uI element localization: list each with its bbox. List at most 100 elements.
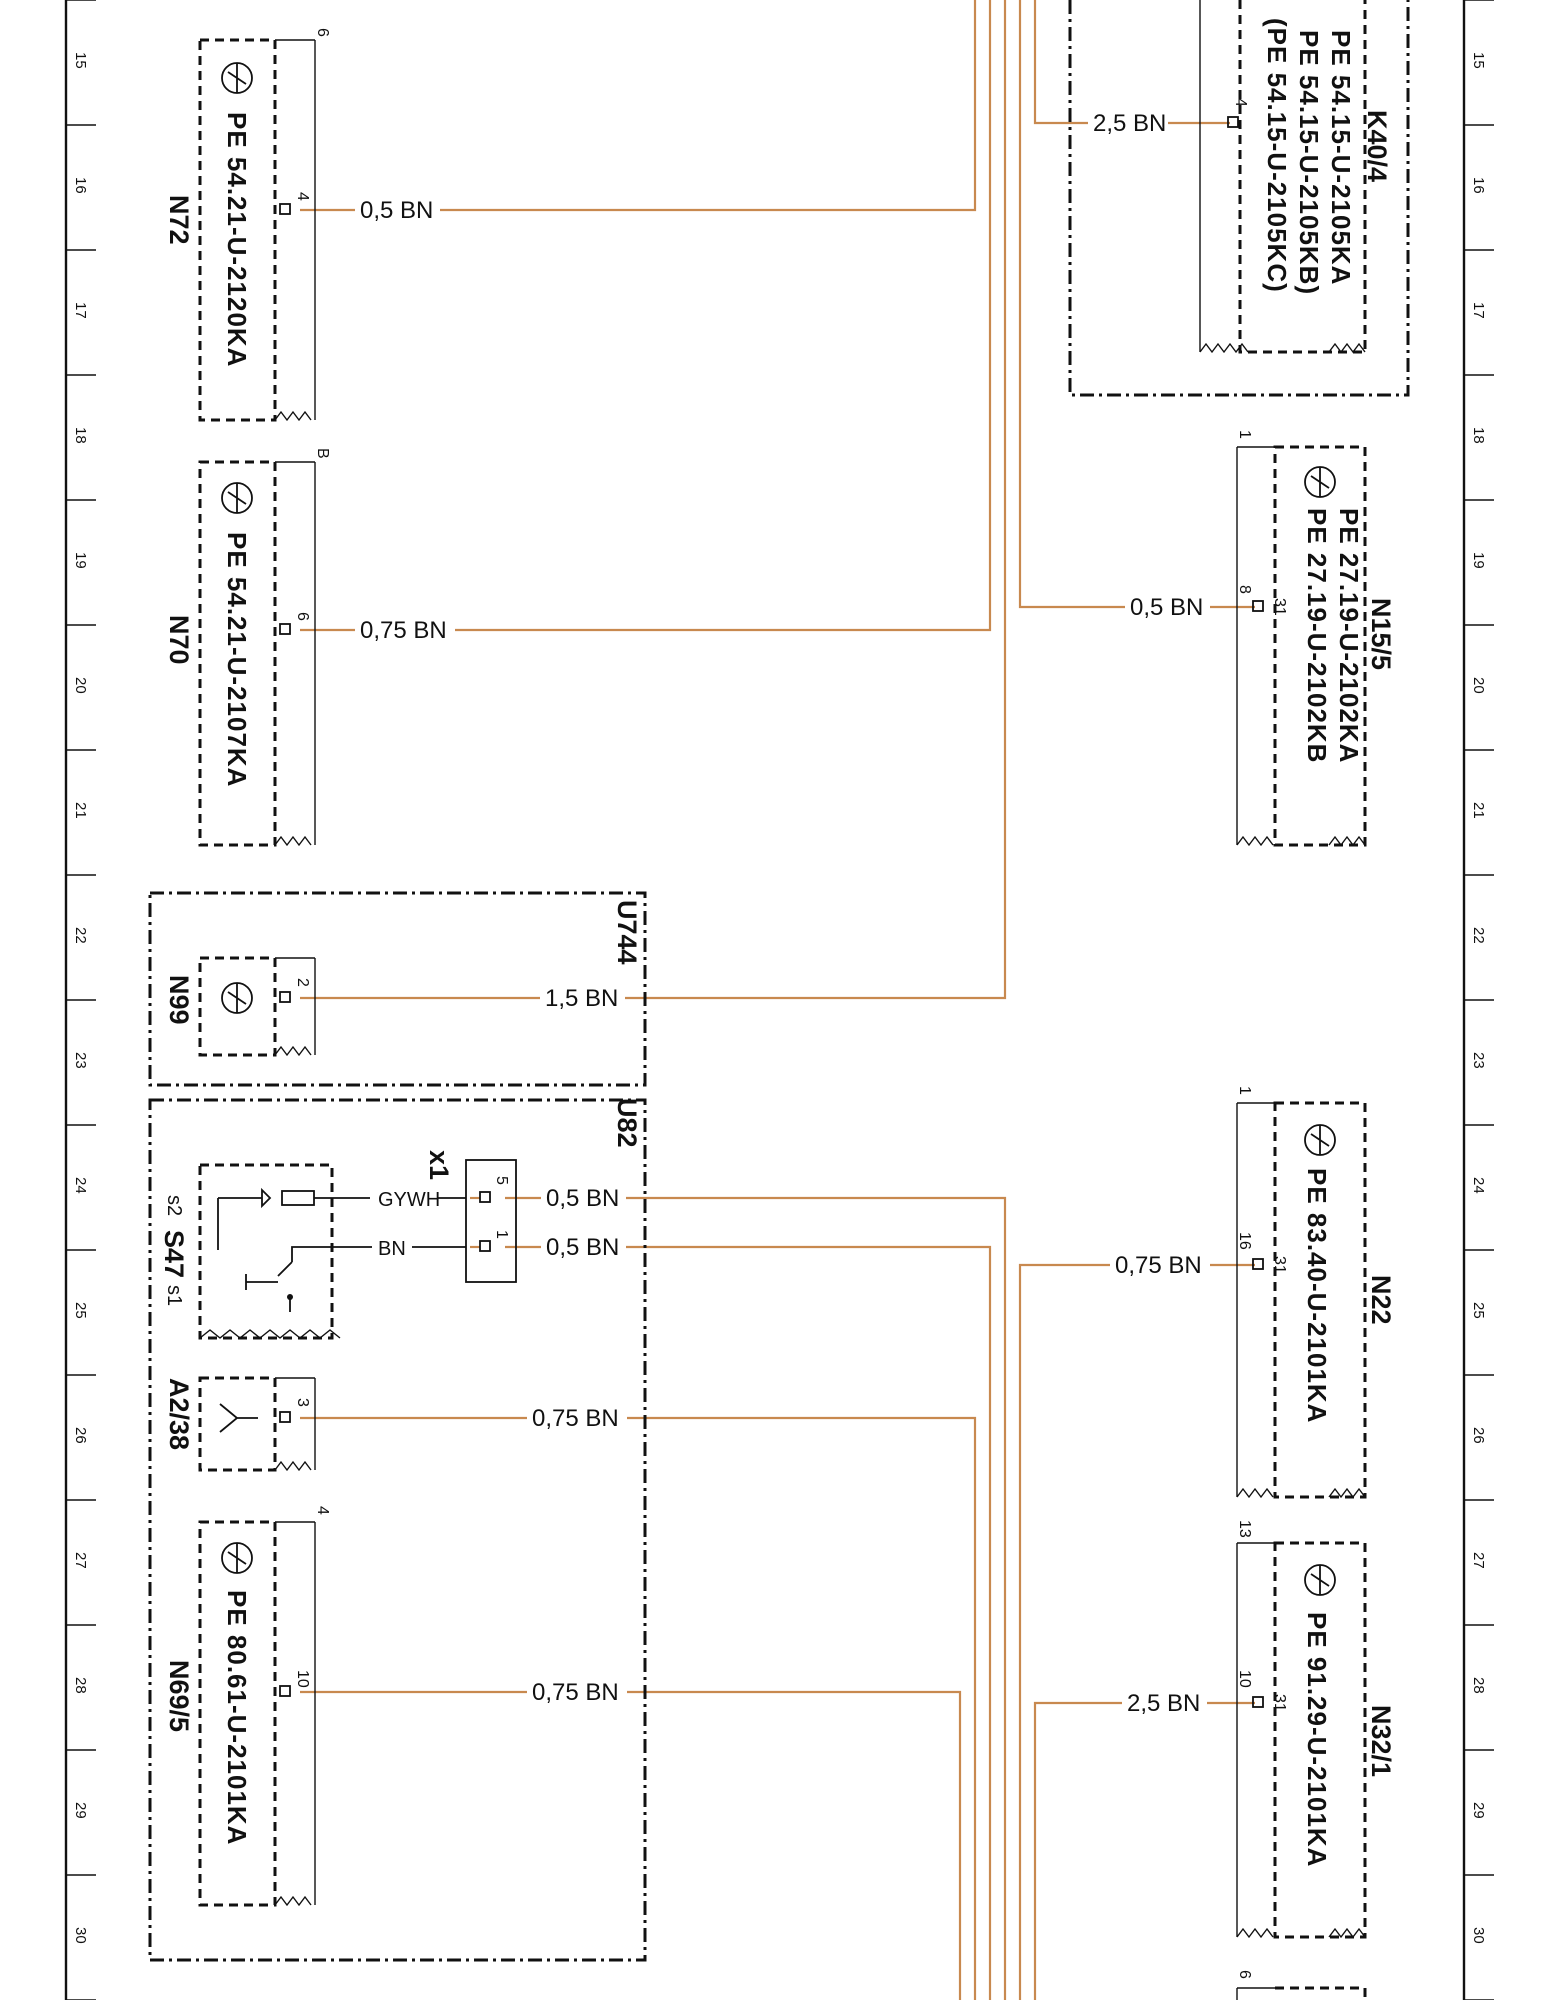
grid-number-left: 27	[72, 1552, 89, 1569]
n69-5-pin: 10	[294, 1670, 311, 1688]
x1-pin5: 5	[493, 1176, 510, 1185]
component-n70: B 6 N70 PE 54.21-U-2107KA	[164, 448, 331, 847]
k40-4-pin: 4	[1232, 98, 1249, 107]
pin-terminal-icon	[279, 991, 291, 1003]
n22-wire-label: 0,75 BN	[1115, 1252, 1202, 1279]
n70-top-pin: B	[314, 448, 331, 459]
s47-s2: s2	[163, 1195, 185, 1216]
grid-number-left: 15	[72, 52, 89, 69]
n32-1-ref: PE 91.29-U-2101KA	[1302, 1612, 1332, 1867]
pin-terminal-icon	[1227, 116, 1239, 128]
grid-number-left: 24	[72, 1177, 89, 1194]
grid-number-right: 29	[1470, 1802, 1487, 1819]
n99-id: N99	[164, 975, 194, 1025]
component-a2-38: 3 A2/38	[164, 1376, 316, 1472]
pin-terminal-icon	[479, 1191, 491, 1203]
n72-ref: PE 54.21-U-2120KA	[222, 112, 252, 367]
n69-5-wire-label: 0,75 BN	[532, 1679, 619, 1706]
grid-ticks	[66, 0, 1494, 2000]
n32-1-pin: 10	[1236, 1670, 1253, 1688]
u82-pin1-wire-label: 0,5 BN	[546, 1234, 619, 1261]
k40-4-ref-2: PE 54.15-U-2105KB)	[1294, 30, 1324, 295]
grid-number-right: 16	[1470, 177, 1487, 194]
grid-number-right: 27	[1470, 1552, 1487, 1569]
grid-number-right: 21	[1470, 802, 1487, 819]
grid-number-right: 20	[1470, 677, 1487, 694]
grid-number-right: 18	[1470, 427, 1487, 444]
grid-number-right: 17	[1470, 302, 1487, 319]
a2-38-pin: 3	[294, 1398, 311, 1407]
grid-number-right: 15	[1470, 52, 1487, 69]
resistor-icon	[281, 1190, 315, 1206]
u82-x1-connector: x1 5 1	[424, 1150, 517, 1283]
pin-terminal-icon	[279, 1411, 291, 1423]
n15-5-pin-b: 31	[1271, 598, 1288, 616]
n72-wire-label: 0,5 BN	[360, 197, 433, 224]
component-u744: U744 2 N99	[148, 891, 647, 1087]
n72-pin: 4	[294, 192, 311, 201]
u744-pin: 2	[294, 978, 311, 987]
grid-number-left: 16	[72, 177, 89, 194]
grid-number-right: 19	[1470, 552, 1487, 569]
n15-5-ref-2: PE 27.19-U-2102KB	[1302, 508, 1332, 763]
grid-number-left: 18	[72, 427, 89, 444]
grid-number-left: 30	[72, 1927, 89, 1944]
antenna-icon	[219, 1403, 258, 1433]
pin-terminal-icon	[1252, 1258, 1264, 1270]
n15-5-id: N15/5	[1366, 598, 1396, 670]
k40-4-id: K40/4	[1362, 110, 1392, 182]
k40-4-ref-1: PE 54.15-U-2105KA	[1326, 30, 1356, 285]
n32-1-id: N32/1	[1366, 1705, 1396, 1777]
pin-terminal-icon	[279, 1685, 291, 1697]
s47-s1: s1	[163, 1285, 185, 1306]
grid-number-right: 25	[1470, 1302, 1487, 1319]
grid-number-left: 28	[72, 1677, 89, 1694]
wire-labels: 0,5 BN 0,75 BN 1,5 BN 2,5 BN 0,5 BN 0,5 …	[355, 109, 1210, 1717]
n22-ref: PE 83.40-U-2101KA	[1302, 1168, 1332, 1423]
wires	[300, 0, 1255, 2000]
pin-terminal-icon	[279, 203, 291, 215]
x1-pin1: 1	[493, 1230, 510, 1239]
n22-top-pin: 1	[1236, 1086, 1253, 1095]
component-u82: U82 x1 5 1 S47 s2 s1	[148, 1098, 647, 1962]
n15-5-top-pin: 1	[1236, 430, 1253, 439]
n32-1-wire-label: 2,5 BN	[1127, 1690, 1200, 1717]
s47-wire-bn: BN	[378, 1238, 406, 1260]
grid-number-left: 23	[72, 1052, 89, 1069]
x1-label: x1	[424, 1150, 454, 1180]
n32-1-pin-b: 31	[1271, 1694, 1288, 1712]
pin-terminal-icon	[479, 1240, 491, 1252]
n32-1-top-pin: 13	[1236, 1520, 1253, 1538]
grid-number-left: 17	[72, 302, 89, 319]
grid-number-right: 22	[1470, 927, 1487, 944]
k40-4-ref-3: (PE 54.15-U-2105KC)	[1262, 18, 1292, 293]
n72-id: N72	[164, 195, 194, 245]
n15-5-pin: 8	[1236, 585, 1253, 594]
n70-pin: 6	[294, 612, 311, 621]
grid-number-right: 28	[1470, 1677, 1487, 1694]
grid-number-right: 30	[1470, 1927, 1487, 1944]
n22-pin-b: 31	[1271, 1256, 1288, 1274]
k40-4-wire-label: 2,5 BN	[1093, 110, 1166, 137]
component-n32-1: 13 10 31 N32/1 PE 91.29-U-2101KA	[1236, 1520, 1396, 1939]
n70-ref: PE 54.21-U-2107KA	[222, 532, 252, 787]
s47-wire-gywh: GYWH	[378, 1189, 440, 1211]
u744-wire-label: 1,5 BN	[545, 985, 618, 1012]
component-k40-4: 4 K40/4 PE 54.15-U-2105KA PE 54.15-U-210…	[1068, 0, 1410, 397]
grid-number-left: 25	[72, 1302, 89, 1319]
n70-id: N70	[164, 615, 194, 665]
grid-number-left: 19	[72, 552, 89, 569]
grid-number-left: 20	[72, 677, 89, 694]
switch-contact-icon	[245, 1246, 332, 1312]
grid-number-right: 23	[1470, 1052, 1487, 1069]
component-n69-5: 4 10 N69/5 PE 80.61-U-2101KA	[164, 1506, 331, 1907]
a2-38-id: A2/38	[164, 1378, 194, 1450]
component-n72: 6 4 N72 PE 54.21-U-2120KA	[164, 28, 331, 422]
grid-number-right: 26	[1470, 1427, 1487, 1444]
n72-top-pin: 6	[314, 28, 331, 37]
component-bottom-right-stub: 6	[1236, 1970, 1367, 2000]
grid-number-left: 22	[72, 927, 89, 944]
u82-pin5-wire-label: 0,5 BN	[546, 1185, 619, 1212]
